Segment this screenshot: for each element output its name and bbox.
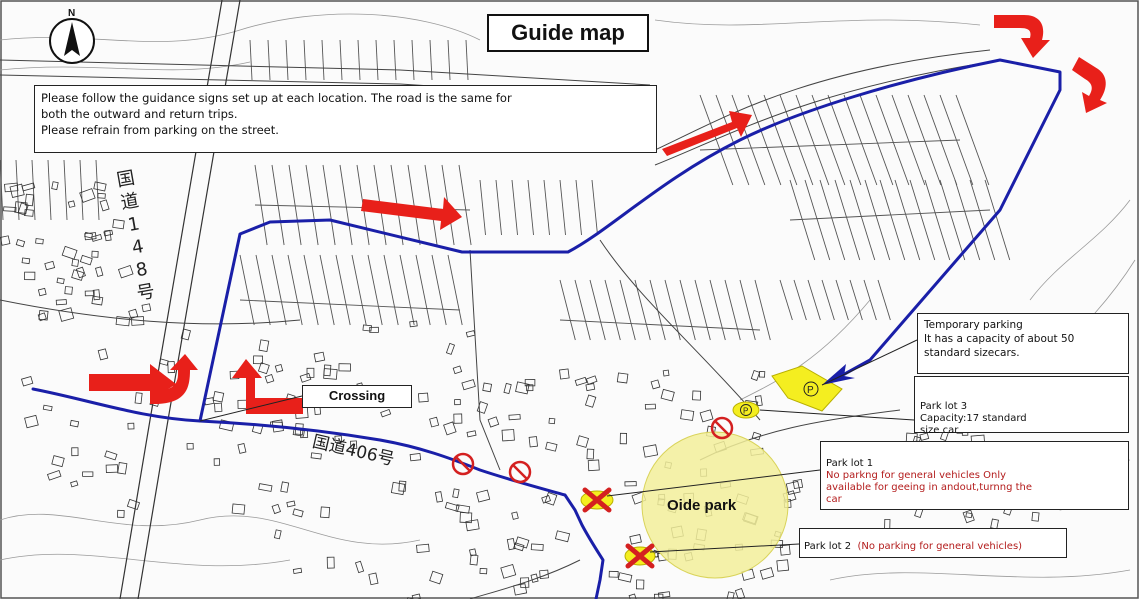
closed-x-icon [582,487,612,513]
park-lot-3-name: Park lot 3 [920,401,968,412]
park-lot-1-line-3: car [826,494,842,505]
park-lot-2-callout: Park lot 2 (No parking for general vehic… [799,528,1067,558]
parking-p-icon-lot3 [740,404,752,416]
park-lot-1-callout: Park lot 1 No parkng for general vehicle… [820,441,1129,510]
direction-arrow-icon [662,111,752,156]
oide-park-label: Oide park [667,497,737,514]
closed-x-markers [580,487,656,569]
park-lot-1-name: Park lot 1 [826,458,874,469]
park-lot-1-line-1: No parkng for general vehicles Only [826,470,1007,481]
no-entry-icon [451,452,475,476]
direction-arrow-icon [1072,57,1107,113]
temporary-parking-area [771,365,843,412]
park-lot-2-name: Park lot 2 [804,541,852,552]
oide-park-area [641,431,789,579]
route-arrowhead [822,364,855,385]
park-lot-3-marker [732,401,760,419]
no-entry-signs [451,416,734,484]
parking-p-icon [803,381,819,397]
temporary-parking-line-2: standard sizecars. [924,347,1020,359]
notice-line-1: Please follow the guidance signs set up … [41,91,512,105]
direction-arrow-icon [994,15,1050,58]
temporary-parking-heading: Temporary parking [924,319,1023,331]
compass-north-label: N [68,8,76,19]
direction-arrow-icon [232,359,303,414]
park-lot-3-callout: Park lot 3 Capacity:17 standard size car [914,376,1129,436]
notice-line-2: both the outward and return trips. [41,107,238,121]
callout-leaders [199,339,918,553]
guide-route [31,58,1062,599]
no-entry-icon [508,460,532,484]
closed-x-icon [625,543,655,569]
crossing-callout: Crossing [302,385,412,408]
parking-p-letter: P [807,385,814,396]
park-lot-2-note: (No parking for general vehicles) [857,541,1023,552]
notice-box: Please follow the guidance signs set up … [34,85,657,153]
no-entry-icon [710,416,734,440]
notice-line-3: Please refrain from parking on the stree… [41,123,279,137]
svg-text:P: P [743,407,748,416]
park-lot-1-line-2: available for geeing in andout,turnng th… [826,482,1033,493]
direction-arrow-icon [361,197,462,230]
temporary-parking-line-1: It has a capacity of about 50 [924,333,1075,345]
park-lot-3-line-1: Capacity:17 standard [920,413,1027,424]
north-arrow-icon [49,18,95,64]
park-lot-3-line-2: size car [920,425,959,436]
direction-arrow-icon [150,354,198,405]
temporary-parking-callout: Temporary parking It has a capacity of a… [917,313,1129,374]
map-title: Guide map [487,14,649,52]
